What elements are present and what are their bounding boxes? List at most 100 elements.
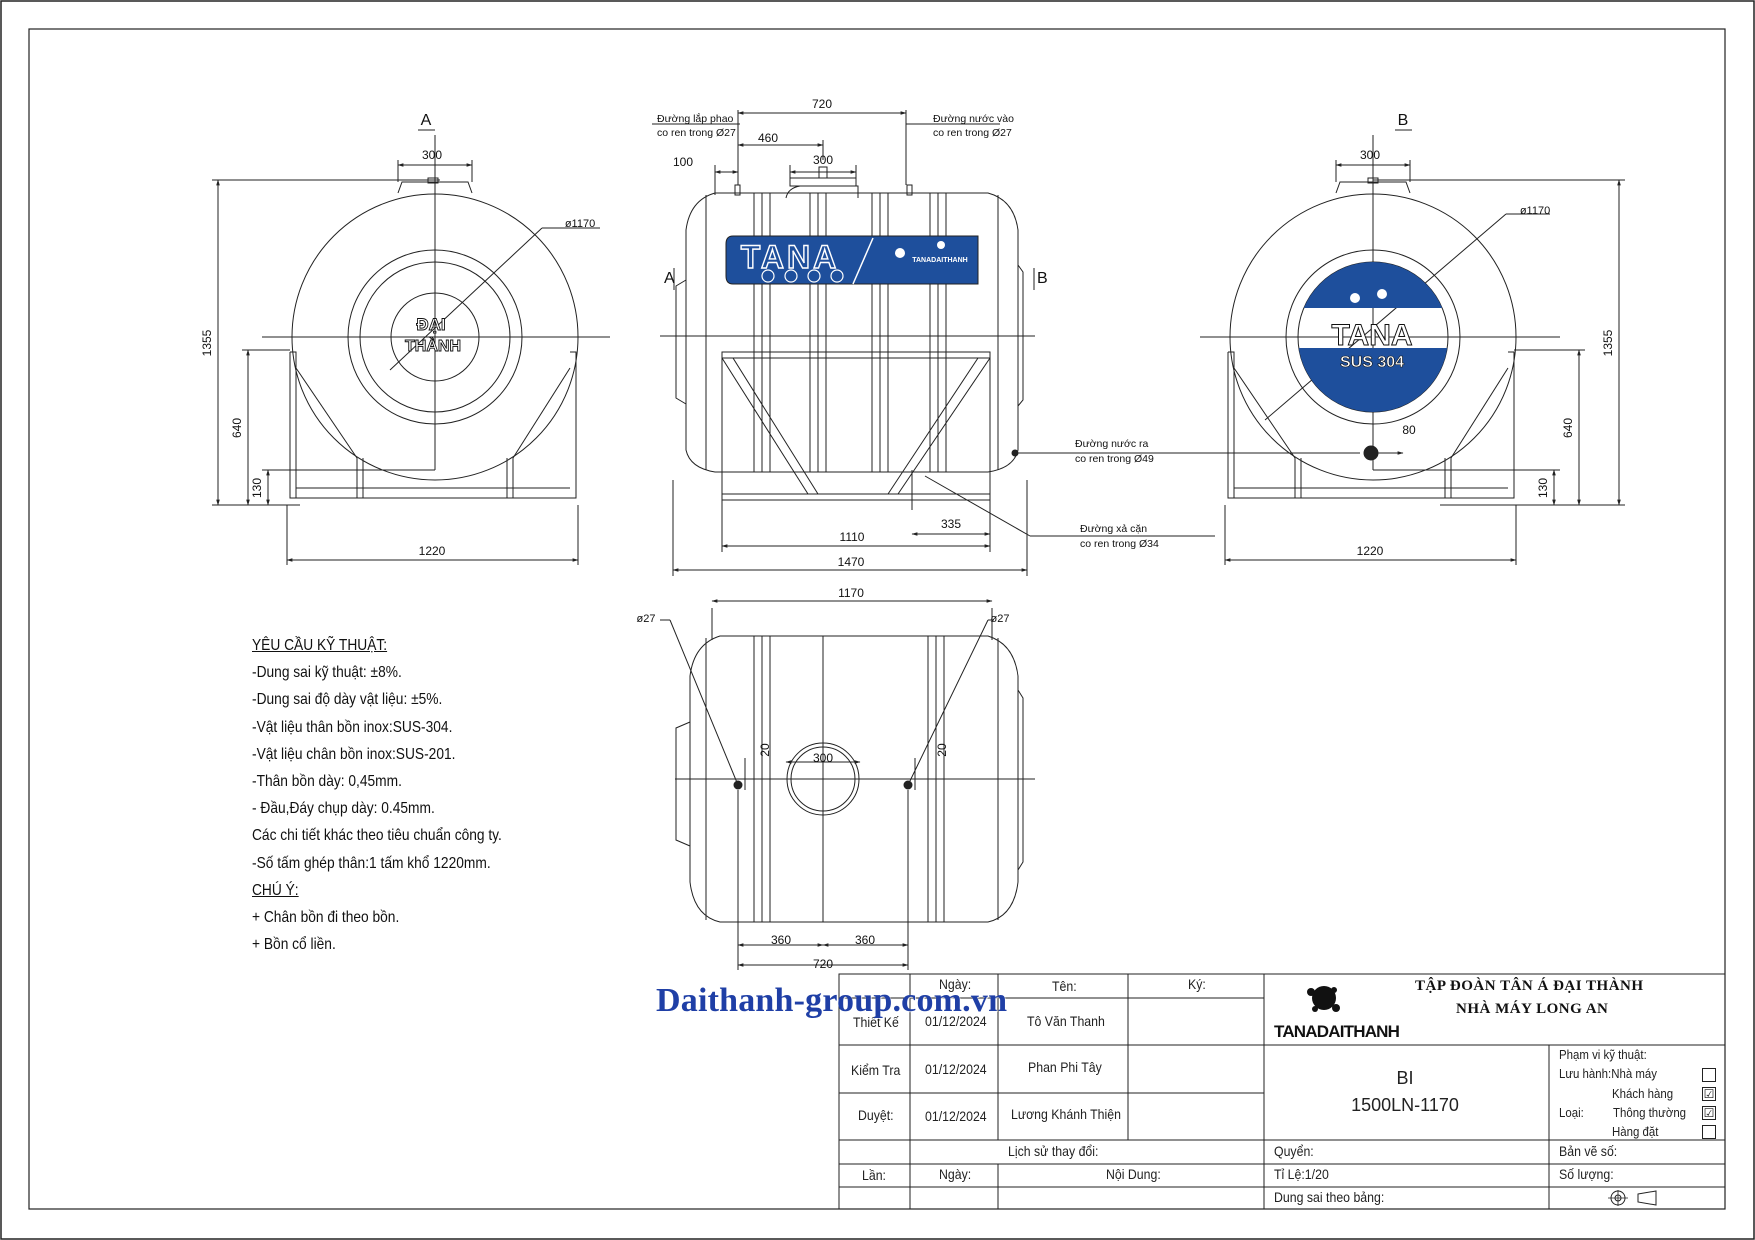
top-view-text: 1170 ø27 ø27 300 20 20 360 360 720 bbox=[637, 586, 1010, 971]
tb-ti-le: Tỉ Lệ:1/20 bbox=[1274, 1166, 1329, 1182]
dim-1470: 1470 bbox=[838, 555, 865, 569]
top-view bbox=[660, 599, 1035, 970]
dim-130-a: 130 bbox=[250, 478, 264, 498]
caution-item: + Chân bồn đi theo bồn. bbox=[252, 909, 400, 927]
dim-1110: 1110 bbox=[840, 530, 865, 544]
dim-300-front: 300 bbox=[813, 153, 833, 167]
caution-item: + Bồn cổ liền. bbox=[252, 936, 336, 954]
factory-name: NHÀ MÁY LONG AN bbox=[1456, 1001, 1609, 1017]
dim-1170: 1170 bbox=[838, 586, 864, 600]
view-b: B bbox=[1200, 112, 1625, 565]
tb-name: Tô Văn Thanh bbox=[1027, 1013, 1105, 1029]
product-code: 1500LN-1170 bbox=[1351, 1095, 1459, 1115]
dim-20-right: 20 bbox=[935, 743, 949, 757]
checkbox-khach-hang[interactable]: ☑ bbox=[1702, 1087, 1716, 1101]
tb-role: Duyệt: bbox=[858, 1107, 894, 1123]
dim-640-a: 640 bbox=[230, 418, 244, 438]
view-a-text: 300 ø1170 1355 640 130 1220 bbox=[200, 148, 595, 558]
dim-80: 80 bbox=[1402, 423, 1416, 437]
checkbox-hang-dat[interactable] bbox=[1702, 1125, 1716, 1139]
dim-1355-b: 1355 bbox=[1601, 329, 1615, 356]
callout-drain-2: co ren trong Ø34 bbox=[1080, 538, 1159, 550]
dim-720-bottom: 720 bbox=[813, 957, 833, 971]
note-item: -Dung sai độ dày vật liệu: ±5%. bbox=[252, 691, 443, 709]
emblem-thanh: THÀNH bbox=[405, 336, 461, 355]
scope-khach-hang: Khách hàng bbox=[1612, 1086, 1674, 1101]
tb-role: Kiểm Tra bbox=[851, 1062, 901, 1078]
tana-logo-icon bbox=[1307, 986, 1340, 1012]
note-item: -Số tấm ghép thân:1 tấm khổ 1220mm. bbox=[252, 854, 491, 872]
scope-thong-thuong: Thông thường bbox=[1613, 1105, 1687, 1120]
dim-720-top: 720 bbox=[812, 97, 832, 111]
dim-300-b: 300 bbox=[1360, 148, 1380, 162]
tana-logo-text: TANA bbox=[741, 239, 840, 275]
front-view bbox=[652, 110, 1360, 576]
tb-hdr-name: Tên: bbox=[1052, 978, 1077, 994]
tb-ngay: Ngày: bbox=[939, 1166, 972, 1182]
checkbox-nha-may[interactable] bbox=[1702, 1068, 1716, 1082]
caution-title: CHÚ Ý: bbox=[252, 881, 299, 899]
scope-loai: Loại: bbox=[1559, 1105, 1584, 1120]
notes-title: YÊU CẦU KỸ THUẬT: bbox=[252, 637, 388, 654]
tana-small-brand: TANADAITHANH bbox=[912, 257, 967, 264]
dim-27-left: ø27 bbox=[637, 613, 656, 625]
callout-outlet-1: Đường nước ra bbox=[1075, 438, 1149, 450]
callout-float-2: co ren trong Ø27 bbox=[657, 127, 736, 139]
dim-1355-a: 1355 bbox=[200, 329, 214, 356]
tb-so-luong: Số lượng: bbox=[1559, 1166, 1614, 1182]
website-watermark[interactable]: Daithanh-group.com.vn bbox=[656, 982, 1008, 1019]
tb-hdr-sign: Ký: bbox=[1188, 976, 1206, 992]
scope-luu-hanh: Lưu hành:Nhà máy bbox=[1559, 1066, 1657, 1081]
front-view-text: 720 460 100 300 Đường lắp phao co ren tr… bbox=[657, 97, 1159, 569]
dim-20-left: 20 bbox=[758, 743, 772, 757]
emblem-dai: ĐẠI bbox=[416, 315, 445, 334]
section-b-mark: B bbox=[1037, 270, 1048, 287]
tb-hdr-date: Ngày: bbox=[939, 976, 972, 992]
note-item: -Vật liệu thân bồn inox:SUS-304. bbox=[252, 718, 453, 736]
company-logo: TANADAITHANH bbox=[1274, 982, 1414, 1042]
note-item: - Đầu,Đáy chụp dày: 0.45mm. bbox=[252, 800, 435, 818]
view-b-label: B bbox=[1398, 112, 1409, 129]
tb-date: 01/12/2024 bbox=[925, 1013, 987, 1029]
tana-banner: TANA TANADAITHANH bbox=[725, 235, 979, 285]
dim-dia-a: ø1170 bbox=[565, 218, 595, 230]
tb-name: Lương Khánh Thiện bbox=[1011, 1106, 1121, 1122]
checkbox-thong-thuong[interactable]: ☑ bbox=[1702, 1106, 1716, 1120]
tb-date: 01/12/2024 bbox=[925, 1061, 987, 1077]
product-series: BI bbox=[1396, 1068, 1414, 1088]
dim-1220-a: 1220 bbox=[419, 544, 446, 558]
dim-dia-b: ø1170 bbox=[1520, 205, 1550, 217]
dai-thanh-emblem: ĐẠI THÀNH bbox=[405, 315, 462, 356]
view-a-label: A bbox=[421, 112, 432, 129]
dim-360-left: 360 bbox=[771, 933, 791, 947]
title-block-grid bbox=[838, 973, 1726, 1210]
callout-inlet-2: co ren trong Ø27 bbox=[933, 127, 1012, 139]
company-name: TẬP ĐOÀN TÂN Á ĐẠI THÀNH bbox=[1415, 978, 1644, 994]
tb-lan: Lần: bbox=[862, 1167, 886, 1183]
dim-300-a: 300 bbox=[422, 148, 442, 162]
view-b-text: 300 ø1170 1355 640 130 80 1220 bbox=[1357, 148, 1615, 558]
callout-outlet-2: co ren trong Ø49 bbox=[1075, 453, 1154, 465]
dim-360-right: 360 bbox=[855, 933, 875, 947]
tb-role: Thiết Kế bbox=[853, 1014, 899, 1030]
tana-round-badge: TANA SUS 304 bbox=[1298, 262, 1448, 412]
tana-badge-sus: SUS 304 bbox=[1340, 354, 1404, 371]
note-item: -Thân bồn dày: 0,45mm. bbox=[252, 773, 402, 791]
tb-dung-sai: Dung sai theo bảng: bbox=[1274, 1189, 1385, 1205]
note-item: Các chi tiết khác theo tiêu chuẩn công t… bbox=[252, 827, 502, 845]
tana-badge-text: TANA bbox=[1331, 319, 1412, 352]
projection-symbol-icon bbox=[1608, 1190, 1664, 1206]
callout-drain-1: Đường xả cặn bbox=[1080, 523, 1147, 535]
tb-history: Lịch sử thay đổi: bbox=[1008, 1143, 1099, 1159]
tb-ban-ve-so: Bản vẽ số: bbox=[1559, 1143, 1618, 1159]
sheet-border-inner bbox=[28, 28, 1726, 1210]
technical-notes: YÊU CẦU KỸ THUẬT: -Dung sai kỹ thuật: ±8… bbox=[252, 632, 562, 958]
tb-noi-dung: Nội Dung: bbox=[1106, 1166, 1161, 1182]
scope-hang-dat: Hàng đặt bbox=[1612, 1124, 1659, 1139]
note-item: -Dung sai kỹ thuật: ±8%. bbox=[252, 664, 402, 682]
dim-27-right: ø27 bbox=[991, 613, 1010, 625]
dim-1220-b: 1220 bbox=[1357, 544, 1384, 558]
view-a: A bbox=[212, 112, 610, 565]
dim-300-top: 300 bbox=[813, 751, 833, 765]
